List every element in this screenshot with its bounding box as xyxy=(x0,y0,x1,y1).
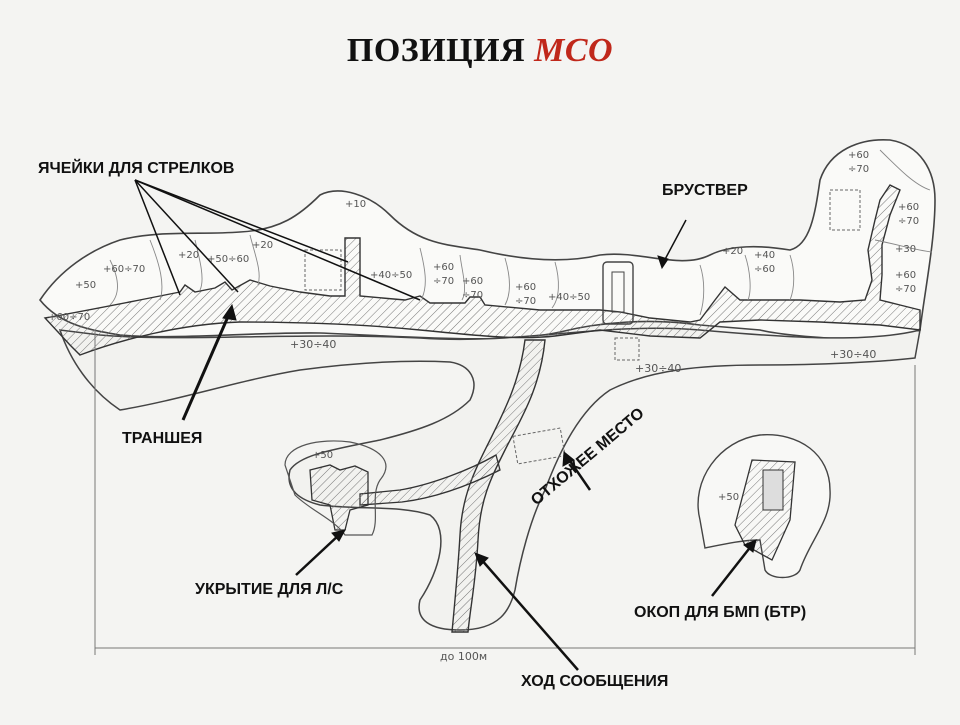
mark-6: +50÷60 xyxy=(207,254,249,265)
rifle-cell-2 xyxy=(829,189,861,231)
arrow-bmp xyxy=(711,544,753,597)
mark-12: ÷70 xyxy=(462,290,483,301)
arrow-parapet-head xyxy=(657,255,669,270)
mark-31: до 100м xyxy=(440,650,487,663)
soil-zone-lines xyxy=(109,149,933,316)
page-title: ПОЗИЦИЯ МСО xyxy=(0,32,960,70)
label-rifle-cells: ЯЧЕЙКИ ДЛЯ СТРЕЛКОВ xyxy=(38,160,235,177)
mark-16: +20 xyxy=(722,246,743,257)
mark-28: +30÷40 xyxy=(830,348,876,361)
mark-10: ÷70 xyxy=(433,276,454,287)
mark-8: +40÷50 xyxy=(370,270,412,281)
label-parapet: БРУСТВЕР xyxy=(662,182,748,199)
parapet-post-inner xyxy=(611,271,625,313)
parapet-post xyxy=(602,261,634,325)
arrow-cells-1 xyxy=(134,179,181,296)
rifle-cell-1 xyxy=(304,249,342,291)
mark-24: +60 xyxy=(895,270,916,281)
mark-23: +30 xyxy=(895,244,916,255)
arrow-cells-3 xyxy=(134,179,349,263)
arrow-trench-head xyxy=(222,303,237,321)
mark-18: ÷60 xyxy=(754,264,775,275)
label-bmp-pit: ОКОП ДЛЯ БМП (БТР) xyxy=(634,604,807,621)
arrow-passage-head xyxy=(474,552,489,567)
mark-29: +50 xyxy=(312,450,333,461)
elevation-marks: +60÷70 +50 +60÷70 +10 +20 +50÷60 +20 +40… xyxy=(48,150,919,663)
arrow-parapet xyxy=(661,219,687,266)
label-communication-passage: ХОД СООБЩЕНИЯ xyxy=(521,673,669,690)
mark-20: ÷70 xyxy=(848,164,869,175)
mark-11: +60 xyxy=(462,276,483,287)
mark-9: +60 xyxy=(433,262,454,273)
arrow-cells-4 xyxy=(134,179,421,301)
mark-4: +10 xyxy=(345,199,366,210)
mark-25: ÷70 xyxy=(895,284,916,295)
mark-21: +60 xyxy=(898,202,919,213)
title-main: ПОЗИЦИЯ xyxy=(346,32,526,69)
mark-3: +60÷70 xyxy=(103,264,145,275)
arrow-bmp-head xyxy=(743,539,757,553)
toilet-area xyxy=(512,427,566,465)
mark-2: +50 xyxy=(75,280,96,291)
arrow-passage xyxy=(479,557,579,671)
mark-5: +20 xyxy=(178,250,199,261)
mark-7: +20 xyxy=(252,240,273,251)
mark-14: +60 xyxy=(515,282,536,293)
mark-30: +50 xyxy=(718,492,739,503)
label-trench: ТРАНШЕЯ xyxy=(122,430,203,447)
mark-19: +60 xyxy=(848,150,869,161)
communication-passage xyxy=(451,339,546,633)
mark-22: ÷70 xyxy=(898,216,919,227)
label-shelter: УКРЫТИЕ ДЛЯ Л/С xyxy=(195,581,344,598)
dimension-line xyxy=(94,330,916,655)
post-outlet xyxy=(614,337,640,361)
mark-26: +30÷40 xyxy=(290,338,336,351)
shelter-mound xyxy=(284,440,387,536)
arrow-shelter xyxy=(295,533,341,576)
shelter-structure xyxy=(309,464,369,531)
mark-27: +30÷40 xyxy=(635,362,681,375)
mark-1: +60÷70 xyxy=(48,312,90,323)
bmp-pit-hull xyxy=(762,469,784,511)
arrow-trench xyxy=(181,311,232,421)
mark-15: ÷70 xyxy=(515,296,536,307)
arrow-toilet xyxy=(566,457,592,491)
arrow-cells-2 xyxy=(134,179,239,293)
mark-17: +40 xyxy=(754,250,775,261)
title-accent: МСО xyxy=(534,32,614,69)
mark-13: +40÷50 xyxy=(548,292,590,303)
arrow-shelter-head xyxy=(331,529,346,542)
arrow-toilet-head xyxy=(562,451,575,467)
leader-arrows xyxy=(134,179,757,671)
